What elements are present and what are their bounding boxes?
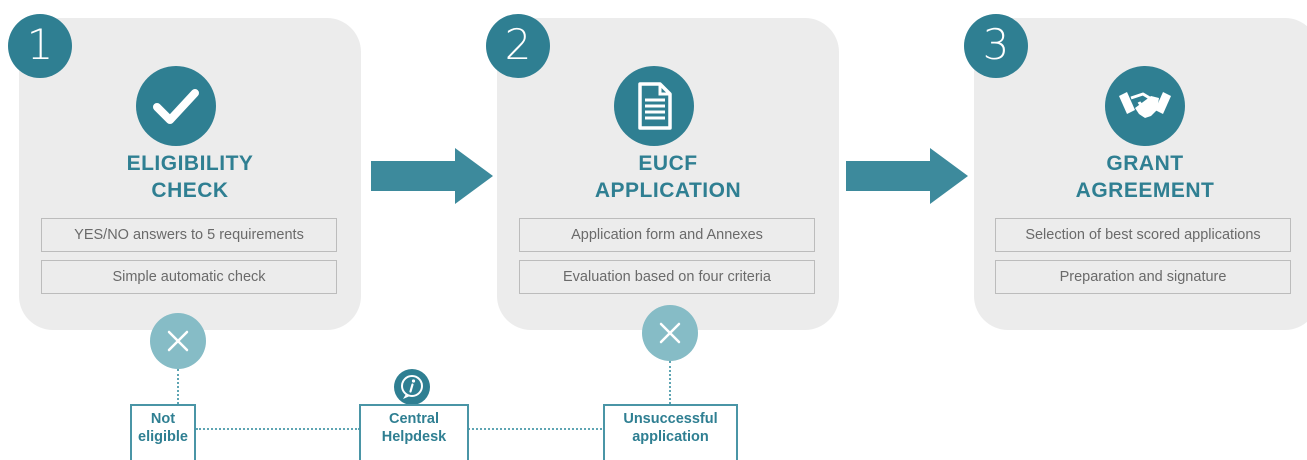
not-eligible-line1: Not — [150, 411, 176, 427]
central-helpdesk-line2: Helpdesk — [381, 429, 447, 445]
not-eligible-line2: eligible — [138, 429, 188, 445]
step-1-item-2: Simple automatic check — [41, 260, 337, 294]
close-icon — [642, 305, 698, 361]
step-3-number: 3 — [964, 14, 1028, 78]
unsuccessful-application-box: Unsuccessful application — [603, 404, 738, 460]
connector-line — [177, 369, 179, 404]
central-helpdesk-box: Central Helpdesk — [359, 404, 469, 460]
step-2-title-line1: EUCF — [638, 152, 698, 175]
document-icon — [614, 66, 694, 146]
arrow-right-icon — [846, 148, 968, 204]
step-1-title: ELIGIBILITY CHECK — [19, 150, 361, 204]
step-2-title: EUCF APPLICATION — [497, 150, 839, 204]
step-1-number: 1 — [8, 14, 72, 78]
step-3-title-line1: GRANT — [1106, 152, 1184, 175]
unsuccessful-line1: Unsuccessful — [623, 411, 718, 427]
step-2-item-2: Evaluation based on four criteria — [519, 260, 815, 294]
step-3-item-1: Selection of best scored applications — [995, 218, 1291, 252]
step-1-item-1: YES/NO answers to 5 requirements — [41, 218, 337, 252]
close-icon — [150, 313, 206, 369]
step-2-item-1: Application form and Annexes — [519, 218, 815, 252]
arrow-right-icon — [371, 148, 493, 204]
checkmark-icon — [136, 66, 216, 146]
step-1-title-line2: CHECK — [151, 179, 229, 202]
unsuccessful-line2: application — [632, 429, 709, 445]
step-3-item-2: Preparation and signature — [995, 260, 1291, 294]
connector-line — [468, 428, 602, 430]
step-3-title-line2: AGREEMENT — [1075, 179, 1215, 202]
connector-line — [196, 428, 360, 430]
connector-line — [669, 361, 671, 404]
step-1-title-line1: ELIGIBILITY — [126, 152, 254, 175]
info-icon — [394, 369, 430, 405]
step-2-number: 2 — [486, 14, 550, 78]
not-eligible-box: Not eligible — [130, 404, 196, 460]
step-2-title-line2: APPLICATION — [594, 179, 742, 202]
step-3-title: GRANT AGREEMENT — [974, 150, 1307, 204]
central-helpdesk-line1: Central — [389, 411, 439, 427]
handshake-icon — [1105, 66, 1185, 146]
